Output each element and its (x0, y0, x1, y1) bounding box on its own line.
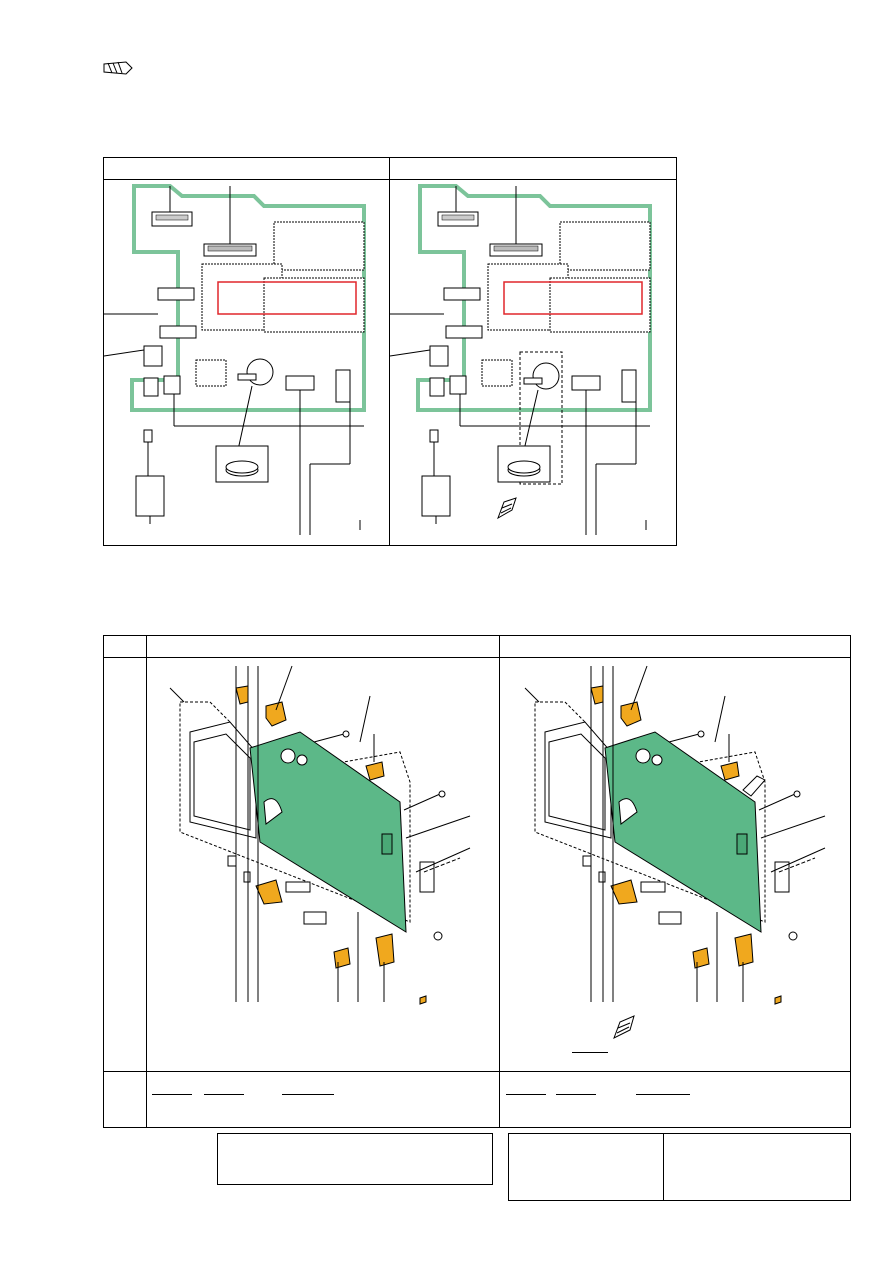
exploded-notes-divider (103, 1071, 851, 1072)
info-table-divider (663, 1133, 664, 1201)
board-comparison-table (103, 157, 677, 546)
note-box (217, 1133, 493, 1185)
screwdriver-icon (103, 61, 133, 75)
exploded-column-divider (499, 635, 500, 1128)
info-table-box (508, 1133, 851, 1201)
underline-mark (506, 1094, 546, 1095)
exploded-label-column-divider (146, 635, 147, 1128)
main-board-diagram-right (389, 184, 652, 535)
exploded-header-divider (103, 657, 851, 658)
exploded-view-left (169, 665, 471, 1005)
screwdriver-icon (497, 497, 517, 520)
main-board-diagram-left (103, 184, 366, 535)
underline-mark (636, 1094, 690, 1095)
screwdriver-icon (613, 1015, 635, 1040)
exploded-view-table (103, 635, 851, 1128)
table-header-divider (103, 179, 677, 180)
underline-mark (204, 1094, 244, 1095)
underline-mark (282, 1094, 334, 1095)
underline-mark (152, 1094, 192, 1095)
underline-mark (572, 1052, 608, 1053)
table-column-divider (389, 157, 390, 546)
exploded-view-right (524, 665, 826, 1005)
underline-mark (556, 1094, 596, 1095)
